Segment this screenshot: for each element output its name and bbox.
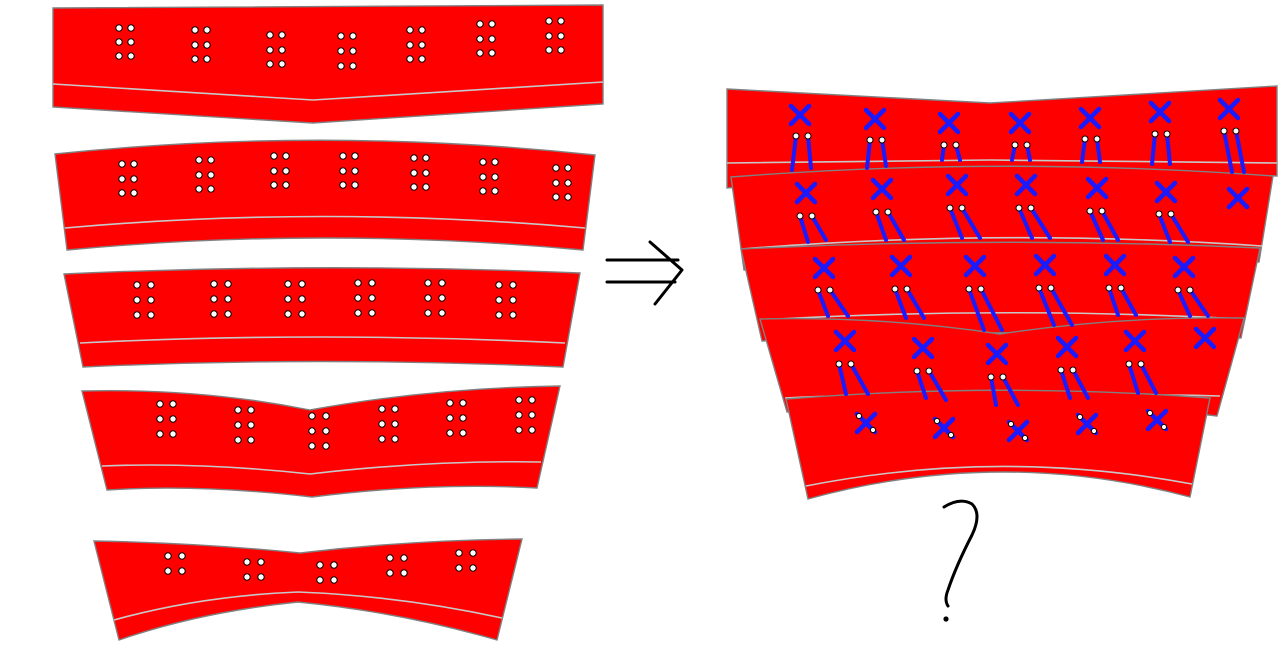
x-stitch: [963, 254, 987, 278]
strip-3: [63, 267, 581, 368]
x-stitch: [1008, 111, 1032, 135]
hole-group: [266, 31, 286, 68]
double-arrow-right-icon: [605, 240, 684, 306]
hole-group: [410, 154, 430, 191]
strip-5-holes: [164, 549, 477, 584]
x-stitch: [1148, 100, 1172, 124]
x-stitch: [1085, 176, 1109, 200]
hole-group: [455, 549, 477, 572]
hole-group: [133, 281, 155, 319]
strip-1-holes: [115, 17, 565, 70]
hole-group: [424, 279, 446, 317]
question-mark-icon: [942, 499, 979, 622]
hole-group: [406, 26, 426, 63]
hole-group: [552, 164, 572, 201]
hole-group: [243, 558, 265, 581]
hole-group: [479, 158, 499, 195]
hole-group: [386, 554, 408, 577]
x-stitch: [833, 329, 857, 353]
hole-group: [115, 24, 135, 60]
hole-group: [270, 152, 290, 189]
x-stitch: [985, 342, 1009, 366]
hole-group: [195, 156, 215, 193]
x-stitch: [1123, 329, 1147, 353]
strip-1: [52, 4, 604, 124]
x-stitch: [911, 336, 935, 360]
hole-group: [164, 552, 186, 575]
hole-group: [210, 280, 232, 318]
x-stitch: [1193, 326, 1217, 350]
hole-group: [284, 280, 306, 318]
hole-group: [234, 406, 255, 444]
x-stitch: [870, 177, 894, 201]
x-stitch: [863, 107, 887, 131]
hole-group: [316, 561, 338, 584]
hole-group: [476, 20, 496, 57]
laced-assembly: [726, 85, 1278, 500]
x-stitch: [788, 103, 812, 127]
x-stitch: [1078, 106, 1102, 130]
strip-3-holes: [133, 279, 517, 319]
x-stitch: [945, 173, 969, 197]
x-stitch: [1103, 253, 1127, 277]
x-stitch: [1055, 335, 1079, 359]
x-stitch: [1217, 97, 1241, 121]
hole-group: [545, 17, 565, 54]
x-stitch: [937, 111, 961, 135]
strip-4: [81, 385, 561, 498]
hole-group: [515, 396, 536, 434]
strip-5: [93, 538, 523, 641]
hole-group: [156, 400, 177, 438]
strip-2: [54, 139, 596, 251]
hole-group: [118, 160, 138, 197]
lacing-stitches: [788, 97, 1250, 443]
x-stitch: [1154, 180, 1178, 204]
hole-group: [339, 152, 359, 189]
x-stitch: [1014, 173, 1038, 197]
hole-group: [354, 279, 376, 317]
assembled-row-5: [785, 389, 1211, 500]
x-stitch: [1033, 253, 1057, 277]
hole-group: [378, 405, 399, 443]
strip-4-holes: [156, 396, 536, 450]
x-stitch: [812, 256, 836, 280]
hole-group: [308, 412, 330, 450]
input-strips: [52, 4, 604, 641]
hole-group: [495, 281, 517, 319]
hole-group: [337, 32, 357, 70]
strip-2-holes: [118, 152, 572, 201]
x-stitch: [1172, 255, 1196, 279]
x-stitch: [794, 181, 818, 205]
x-stitch: [1226, 186, 1250, 210]
hole-group: [446, 399, 467, 437]
hole-group: [191, 26, 211, 63]
x-stitch: [889, 254, 913, 278]
